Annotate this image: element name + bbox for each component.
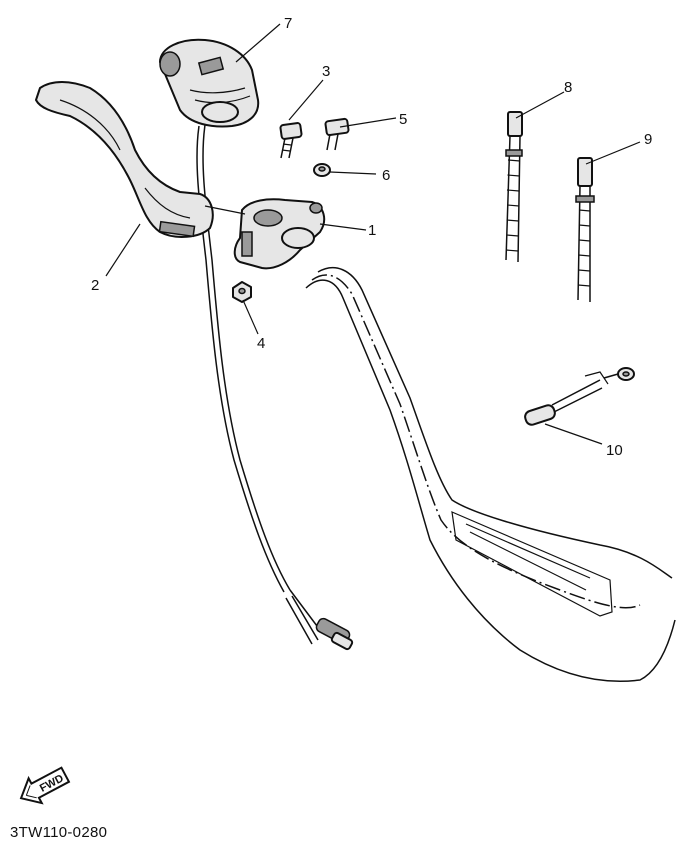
drawing-code: 3TW110-0280 xyxy=(10,824,108,841)
switch-housing xyxy=(159,38,260,128)
clutch-lever xyxy=(35,81,214,238)
fwd-arrow-icon: FWD xyxy=(19,766,71,805)
callout-9: 9 xyxy=(644,131,652,148)
bolt-5 xyxy=(324,117,350,151)
callout-2: 2 xyxy=(91,277,99,294)
nut-4 xyxy=(232,281,252,303)
lever-holder xyxy=(204,198,326,270)
callout-1: 1 xyxy=(368,222,376,239)
washer-6 xyxy=(313,163,331,177)
wire-lead-10 xyxy=(524,367,635,426)
cable-tie-8 xyxy=(505,111,523,263)
callout-8: 8 xyxy=(564,79,572,96)
callout-5: 5 xyxy=(399,111,407,128)
callout-3: 3 xyxy=(322,63,330,80)
callout-6: 6 xyxy=(382,167,390,184)
callout-10: 10 xyxy=(606,442,623,459)
cable-tie-9 xyxy=(575,157,595,302)
switch-cable xyxy=(196,124,354,651)
leader-lines xyxy=(105,23,641,445)
callout-4: 4 xyxy=(257,335,265,352)
handlebar xyxy=(305,267,676,682)
bolt-3 xyxy=(279,122,303,159)
callout-7: 7 xyxy=(284,15,292,32)
